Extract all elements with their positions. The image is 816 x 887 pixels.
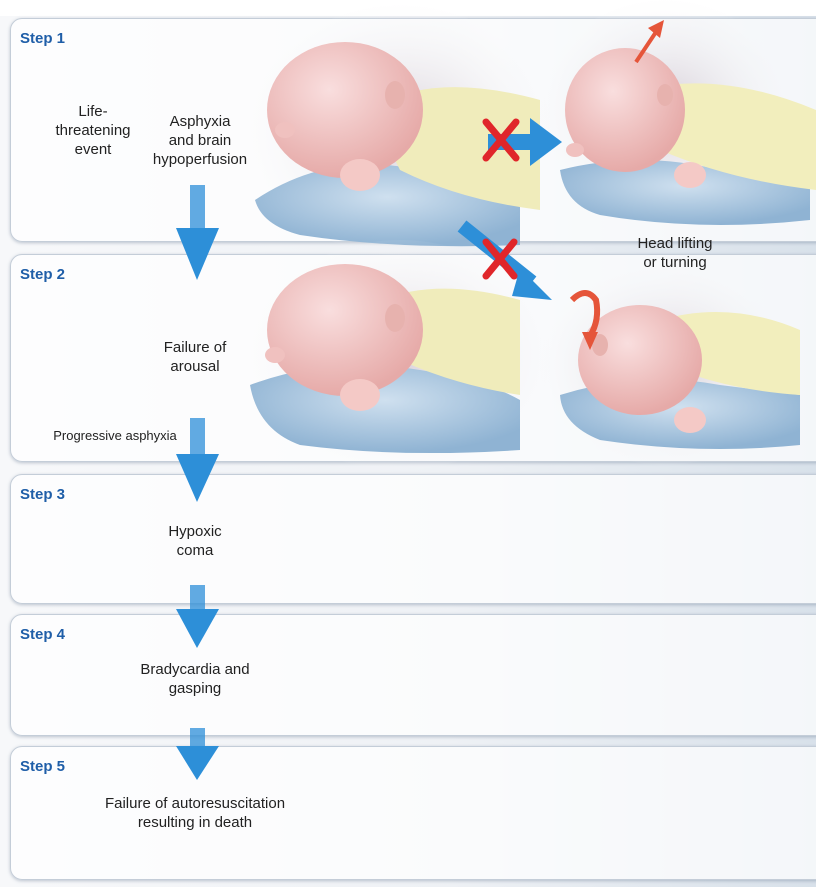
step-3-label: Step 3 <box>20 486 65 503</box>
step-1-label: Step 1 <box>20 30 65 47</box>
hypoxic-coma-text: Hypoxic coma <box>140 522 250 560</box>
asphyxia-text: Asphyxia and brain hypoperfusion <box>140 112 260 169</box>
step-4-label: Step 4 <box>20 626 65 643</box>
step-2-label: Step 2 <box>20 266 65 283</box>
down-arrow-icon <box>176 418 219 502</box>
baby-illustration-2 <box>540 0 816 225</box>
life-threatening-event-text: Life- threatening event <box>48 102 138 159</box>
progressive-asphyxia-text: Progressive asphyxia <box>50 426 180 445</box>
down-arrow-icon <box>176 185 219 280</box>
head-lifting-text: Head lifting or turning <box>620 234 730 272</box>
step-5-label: Step 5 <box>20 758 65 775</box>
down-arrow-icon <box>176 585 219 648</box>
failure-autoresuscitation-text: Failure of autoresuscitation resulting i… <box>80 794 310 832</box>
baby-illustration-3 <box>250 240 550 470</box>
down-arrow-icon <box>176 728 219 780</box>
failure-of-arousal-text: Failure of arousal <box>140 338 250 376</box>
bradycardia-text: Bradycardia and gasping <box>110 660 280 698</box>
